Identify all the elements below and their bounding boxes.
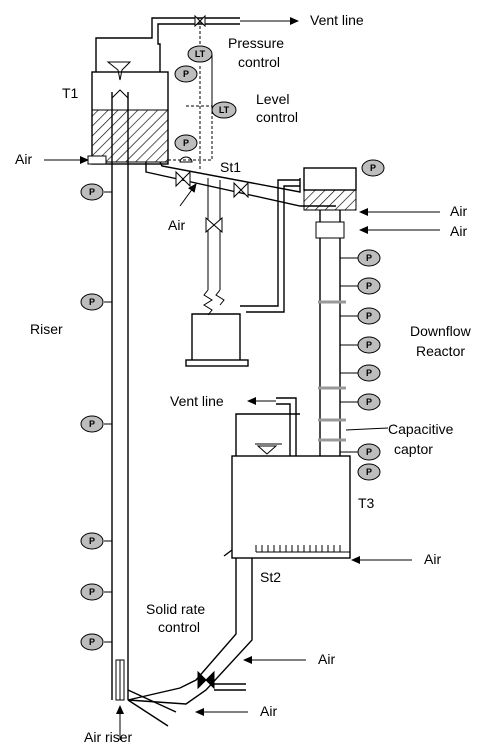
downflow-label-1: Downflow xyxy=(410,323,472,339)
level-transmitter-pressure: LT xyxy=(187,45,213,63)
air-st1-arrow xyxy=(179,183,197,207)
capacitive-label-1: Capacitive xyxy=(388,421,454,437)
t3-label: T3 xyxy=(358,495,375,511)
pressure-gauge-riser: P xyxy=(80,183,104,201)
pressure-gauge-tag: P xyxy=(89,419,95,429)
st1-label: St1 xyxy=(220,159,241,175)
air-st1-label: Air xyxy=(168,217,185,233)
tank-t1 xyxy=(91,61,169,165)
pressure-gauge-reactor: P xyxy=(357,393,381,411)
pressure-gauge-reactor: P xyxy=(357,277,381,295)
pressure-gauge-reactor: P xyxy=(357,364,381,382)
level-control-loop xyxy=(168,105,213,163)
pressure-gauge-reactor: P xyxy=(357,463,381,481)
pressure-gauge-tag: P xyxy=(366,447,372,457)
pressure-gauge-riser: P xyxy=(80,583,104,601)
pressure-gauge-tag: P xyxy=(366,340,372,350)
pressure-gauge-reactor: P xyxy=(357,336,381,354)
pressure-gauge-reactor: P xyxy=(357,307,381,325)
pressure-control-label-1: Pressure xyxy=(228,35,284,51)
pressure-gauge-tag: P xyxy=(370,163,376,173)
pressure-gauge-tag: P xyxy=(366,368,372,378)
pressure-gauge-tag: P xyxy=(366,467,372,477)
solid-rate-label-1: Solid rate xyxy=(146,601,205,617)
pressure-gauge-tag: P xyxy=(183,138,189,148)
pressure-gauge-riser: P xyxy=(80,415,104,433)
pressure-gauge-tag: P xyxy=(89,187,95,197)
air-t1-distributor xyxy=(87,155,107,165)
capacitive-label-2: captor xyxy=(394,441,433,457)
st2-line xyxy=(127,549,253,727)
pressure-gauge-riser: P xyxy=(80,293,104,311)
st2-label: St2 xyxy=(260,569,281,585)
downflow-reactor xyxy=(303,167,358,456)
air-solid-label-1: Air xyxy=(318,651,335,667)
t3-distributor-grid xyxy=(255,545,350,553)
air-t3-label: Air xyxy=(424,551,441,567)
capacitive-leader xyxy=(345,427,389,431)
weighing-vessel xyxy=(185,179,300,367)
pressure-gauge-riser: P xyxy=(80,532,104,550)
pressure-gauge-tag: P xyxy=(366,253,372,263)
pressure-gauge-t1-top: P xyxy=(174,65,198,83)
riser-column xyxy=(111,92,129,701)
riser-label: Riser xyxy=(30,321,63,337)
pressure-gauge-t1-bottom: P xyxy=(174,134,198,152)
tank-t3 xyxy=(231,443,351,559)
air-t1-label: Air xyxy=(15,151,32,167)
air-riser-label: Air riser xyxy=(84,729,133,744)
top-vent-line xyxy=(95,14,299,72)
t1-label: T1 xyxy=(62,85,79,101)
vent-line-top-label: Vent line xyxy=(310,12,364,28)
level-control-label-1: Level xyxy=(256,91,289,107)
pressure-gauge-tag: P xyxy=(89,536,95,546)
level-transmitter-level: LT xyxy=(211,101,237,119)
pressure-control-label-2: control xyxy=(238,54,280,70)
st1-line xyxy=(145,161,336,290)
level-transmitter-tag: LT xyxy=(195,49,206,59)
pressure-gauge-tag: P xyxy=(89,587,95,597)
pressure-gauge-reactor-top: P xyxy=(361,159,385,177)
pressure-control-loop xyxy=(199,46,213,170)
pressure-gauge-tag: P xyxy=(366,311,372,321)
pressure-gauge-tag: P xyxy=(183,69,189,79)
air-reactor-label-2: Air xyxy=(450,223,467,239)
air-solid-label-2: Air xyxy=(260,703,277,719)
air-reactor-label-1: Air xyxy=(450,203,467,219)
pressure-gauge-tag: P xyxy=(366,397,372,407)
downflow-label-2: Reactor xyxy=(416,343,465,359)
riser-pressure-leaders xyxy=(104,191,112,643)
pressure-gauge-tag: P xyxy=(366,281,372,291)
pressure-gauge-tag: P xyxy=(89,297,95,307)
vent-line-mid-label: Vent line xyxy=(170,393,224,409)
pressure-gauge-tag: P xyxy=(89,637,95,647)
level-transmitter-tag: LT xyxy=(219,105,230,115)
pressure-gauge-reactor: P xyxy=(357,443,381,461)
solid-rate-label-2: control xyxy=(158,619,200,635)
pressure-gauge-riser: P xyxy=(80,633,104,651)
pressure-gauge-reactor: P xyxy=(357,249,381,267)
level-control-label-2: control xyxy=(256,109,298,125)
